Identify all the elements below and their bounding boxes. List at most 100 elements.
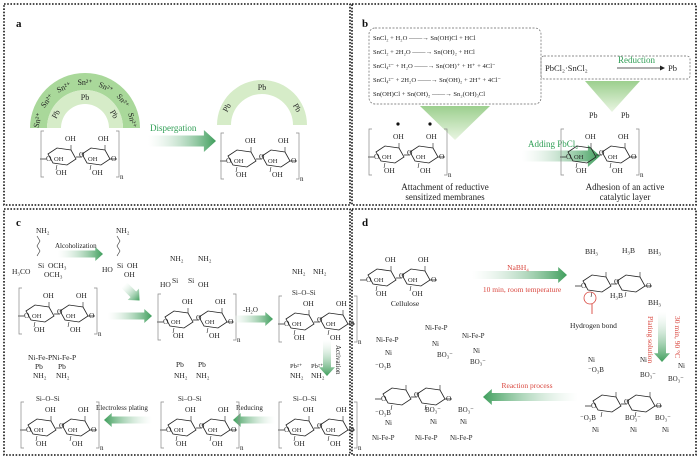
chem-label: n [240,444,244,452]
chem-label: O [59,421,65,430]
chem-label: OH [408,277,418,284]
dehydration-arrow [233,312,273,326]
chem-label: Adhesion of an active [586,182,665,192]
chem-label: Ni [630,426,637,434]
chem-label: OH [32,313,42,320]
chem-label: NH₂ [33,371,47,380]
chem-label: OH [326,321,336,328]
chem-label: OH [384,166,395,175]
chem-label: OH [574,154,584,161]
chem-label: NH₂ [292,267,306,276]
chem-label: O [366,275,372,284]
chem-label: H₃CO [12,267,31,276]
pb-layer-arch [217,80,307,125]
pb-label: Pb [50,108,62,120]
chem-label: OH [209,331,220,340]
equation: SnCl₄²⁻ + 2H₂O ——→ Sn(OH)₂ + 2H⁺ + 4Cl⁻ [373,77,501,84]
chem-label: NH₂ [198,254,212,263]
panel-d-border [351,208,697,456]
panel-label-d: d [362,217,368,229]
chem-label: Alcoholization [55,242,97,250]
chem-label: OCH₃ [44,270,63,279]
chem-label: OH [382,154,392,161]
chem-label: O [57,307,63,316]
chem-label: n [237,336,241,344]
chem-label: OH [56,168,67,177]
chem-label: NH₂ [116,226,130,235]
chem-label: OCH₃ [48,261,67,270]
chem-label: OH [330,439,341,448]
chem-label: n [120,173,124,181]
chem-label: Si [172,276,178,285]
chem-label: O [228,317,234,326]
chem-label: OH [376,289,387,298]
chem-label: OH [76,291,87,300]
chem-label: OH [65,134,76,143]
chem-label: Hydrogen bond [570,321,617,330]
chem-label: 30 min, 90 °C [673,316,682,358]
chem-label: Si–O–Si [292,289,316,297]
chem-label: OH [78,405,89,414]
chem-label: Ni-Fe-P [462,332,485,340]
pb-label: Pb [258,83,266,92]
nabh4-arrow [472,267,567,283]
chem-label: Electroless plating [96,404,148,412]
chem-label: OH [618,132,629,141]
chem-label: Si [117,261,123,270]
chem-label: O [566,152,572,161]
chem-label: ⁻O₃B [588,366,604,374]
chem-label: OH [292,321,302,328]
chem-label: Ni [430,418,437,426]
chem-label: OH [330,333,341,342]
chem-label: Ni-Fe-P [425,324,448,332]
chem-label: OH [612,166,623,175]
chem-label: BH₃ [585,247,598,256]
chem-label: O [24,311,30,320]
dispergation-arrow [148,130,216,152]
chem-label: OH [54,156,64,163]
chem-label: OH [205,319,215,326]
arrowhead [660,65,665,71]
chem-label: Si [38,261,44,270]
chem-label: Attachment of reductive [401,182,488,192]
chem-label: O [656,401,662,410]
chem-label: O [631,152,637,161]
chem-label: OH [245,136,256,145]
grafting-arrow [121,282,140,301]
chem-label: O [414,390,420,399]
chem-label: O [349,425,355,434]
chem-label: O [111,154,117,163]
chem-label: Si [188,276,194,285]
chem-label: OH [185,405,196,414]
chem-label: OH [68,427,78,434]
chem-label: -H₂O [243,306,258,314]
chem-label: Ni [385,419,392,427]
chem-label: Pb [176,360,184,369]
chem-label: OH [208,427,218,434]
chem-label: O [374,152,380,161]
chem-label: O [163,317,169,326]
chem-label: Pb²⁺ [311,363,324,370]
chem-label: O [26,425,32,434]
dispergation-label: Dispergation [150,123,197,133]
chem-label: OH [234,158,244,165]
chem-label: O [317,421,323,430]
chem-label: O [89,311,95,320]
chem-label: Ni-Fe-P [372,434,395,442]
chem-label: Ni-Fe-P [415,434,438,442]
chem-label: BO₃⁻ [655,414,671,422]
chem-label: Ni [640,356,647,364]
chem-label: BO₃⁻ [458,406,474,414]
chem-label: O [231,425,237,434]
chem-label: BO₃⁻ [668,375,684,383]
chem-label: Ni [385,349,392,357]
chem-label: H₃B [610,291,623,300]
chem-label: OH [174,427,184,434]
